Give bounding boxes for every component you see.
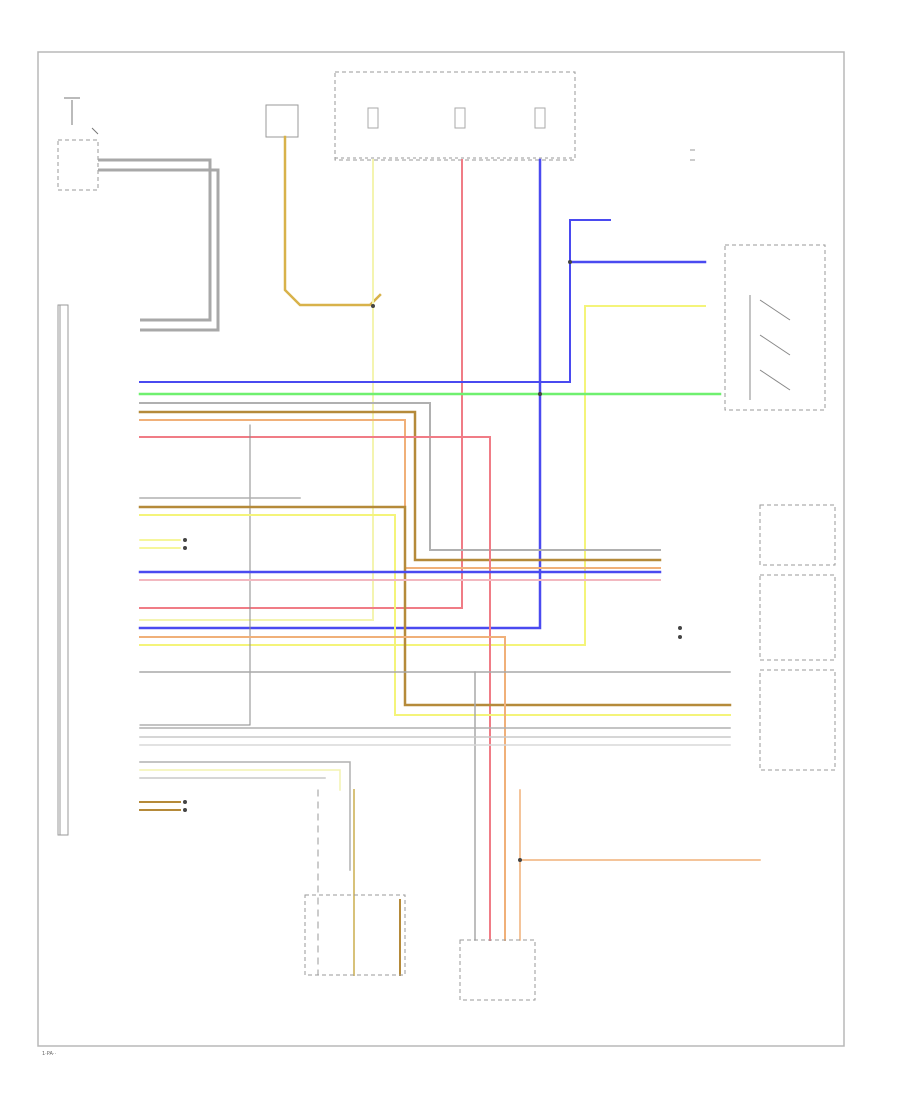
- bottom-connector-left: [304, 894, 406, 976]
- antenna-cable: [98, 158, 220, 332]
- fuse-block: [334, 71, 576, 161]
- wires: [138, 135, 761, 976]
- sensor-box: [265, 104, 299, 138]
- right-connector-1: [759, 504, 836, 566]
- switch-symbols: [749, 295, 791, 400]
- fuse-symbols: [367, 107, 546, 129]
- connector-dots: [183, 260, 682, 862]
- footer-code: 1·PA··: [42, 1051, 56, 1057]
- head-unit-edge: [57, 304, 69, 836]
- bottom-connector-right: [459, 939, 536, 1001]
- right-connector-3: [759, 669, 836, 771]
- right-upper-component: [724, 244, 826, 411]
- right-connector-2: [759, 574, 836, 661]
- diagram-frame: [37, 51, 845, 1047]
- roof-antenna-box: [57, 139, 99, 191]
- antenna-icon: [64, 97, 99, 135]
